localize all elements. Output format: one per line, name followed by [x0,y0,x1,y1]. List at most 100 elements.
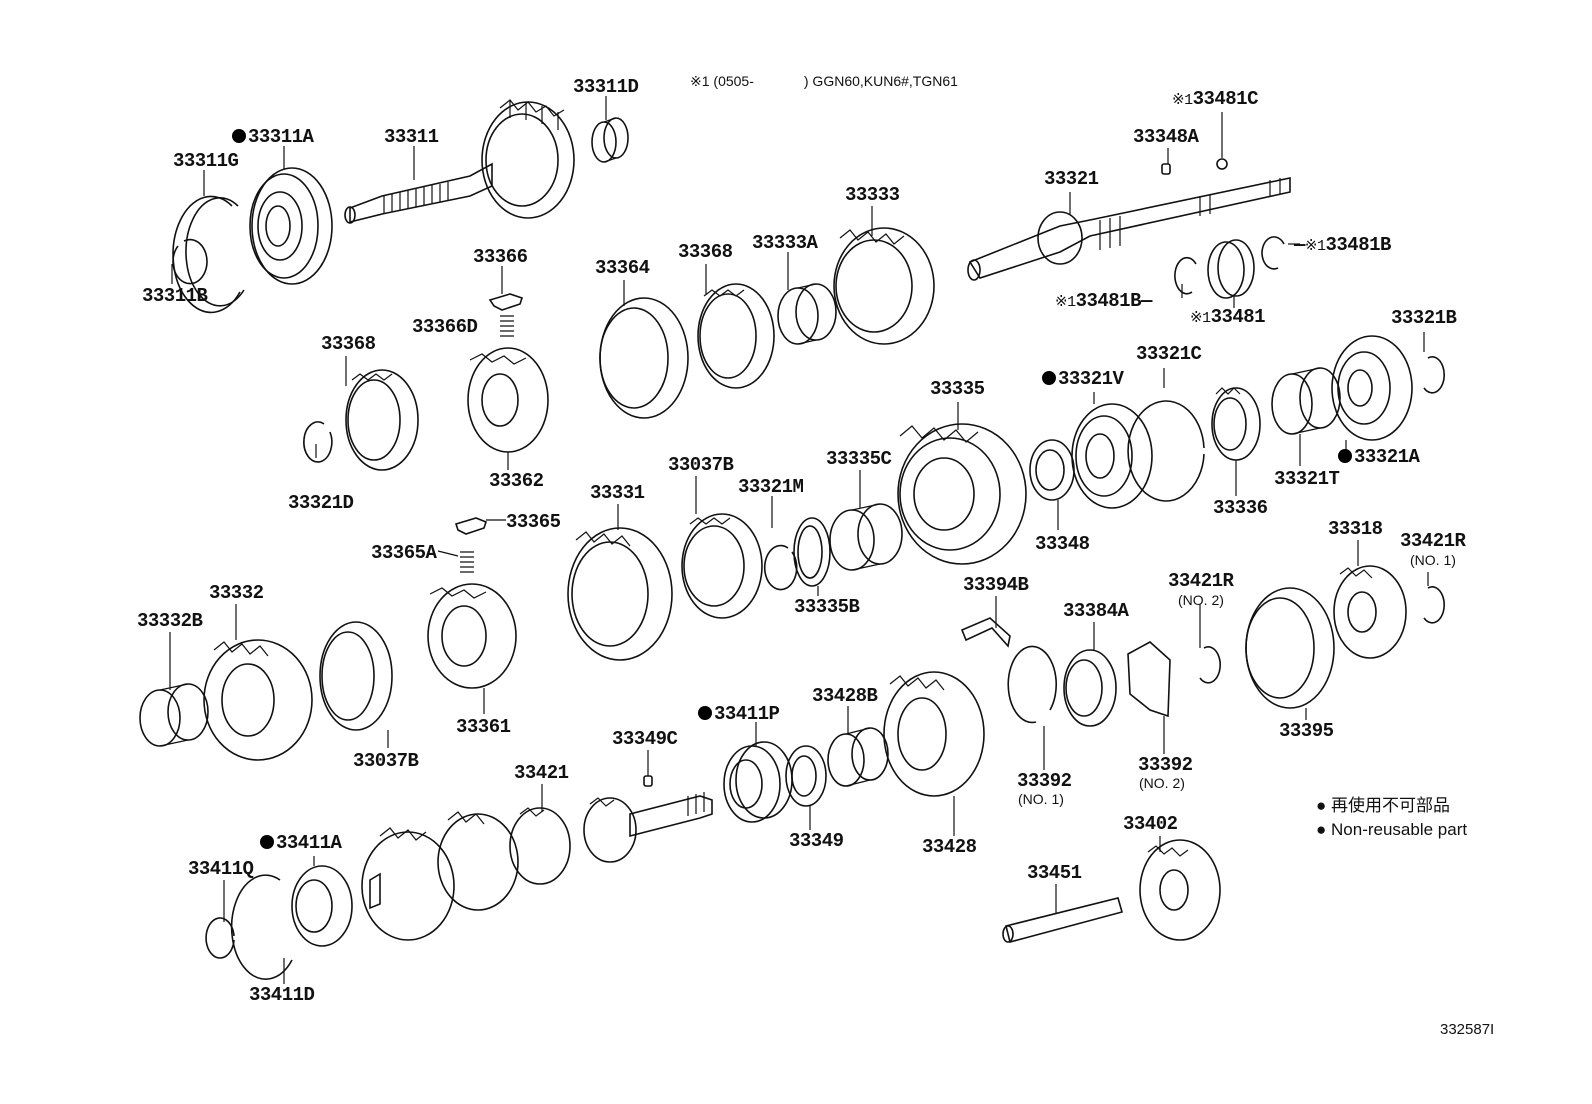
part-33336-ring [1211,387,1261,461]
part-33421R-snap-ring-no1 [1423,586,1446,624]
label-33037B-left: 33037B [353,750,419,772]
label-33321M: 33321M [738,476,804,498]
label-33321: 33321 [1044,168,1099,190]
label-33421: 33421 [514,762,569,784]
label-33365A: 33365A [371,542,437,564]
label-33368-left: 33368 [321,333,376,355]
note-models: ) GGN60,KUN6#,TGN61 [803,73,958,89]
part-33349C-pin [643,775,653,787]
part-33037B-synchro-ring-middle [681,513,763,619]
label-33349C: 33349C [612,728,678,750]
label-33361: 33361 [456,716,511,738]
part-33481C-ball [1216,158,1228,170]
label-33451: 33451 [1027,862,1082,884]
non-reusable-dot [698,706,712,720]
part-33349-washer [785,745,827,807]
part-33321A-bearing [1331,335,1413,441]
part-33348-washer [1029,439,1075,501]
part-33332-gear [203,639,313,761]
label-33348A: 33348A [1133,126,1199,148]
legend-item-jp: ● 再使用不可部品 [1316,796,1451,815]
part-33321V-bearing [1071,403,1153,509]
part-33421-counter-shaft [361,792,713,941]
part-33366D-spring [500,315,514,337]
part-33311D-bearing [591,117,629,163]
part-33451-shaft [1002,897,1123,943]
part-33331-gear [567,527,673,661]
part-33368-synchro-ring [697,283,775,389]
label-33311: 33311 [384,126,439,148]
part-33364-sleeve [599,297,689,419]
note-prefix: ※1 (0505- [690,73,754,89]
label-33366D: 33366D [412,316,478,338]
label-33364: 33364 [595,257,650,279]
part-33384A-synchro [1063,649,1117,727]
label-33411P: 33411P [698,705,780,724]
part-33333-gear [833,227,935,345]
part-33335C-needle-bearing [829,503,903,571]
sublabel-no2-33392: (NO. 2) [1139,775,1185,791]
part-33335B-washer [793,517,831,587]
part-33481-collar [1207,239,1255,299]
label-33384A: 33384A [1063,600,1129,622]
sublabel-no1-33392: (NO. 1) [1018,791,1064,807]
part-33392-ring-no1 [1007,645,1057,724]
label-33311D: 33311D [573,76,639,98]
sublabel-no2-33421R: (NO. 2) [1178,592,1224,608]
part-33411D-snap-ring [230,874,293,980]
part-33365-key [454,517,487,535]
label-33365: 33365 [506,511,561,533]
label-33333: 33333 [845,184,900,206]
part-33321M-snap-ring [763,544,798,591]
label-33311G: 33311G [173,150,239,172]
label-33481: ※133481 [1190,306,1266,328]
label-33481B-right: —※133481B [1294,234,1391,256]
label-33402: 33402 [1123,813,1178,835]
part-33348A-pin [1161,163,1171,175]
label-33321T: 33321T [1274,468,1340,490]
part-33402-idler-gear [1139,839,1221,941]
part-33311A-bearing [249,167,333,285]
label-33321A: 33321A [1338,448,1420,467]
label-33335: 33335 [930,378,985,400]
part-33411P-bearing [723,741,793,823]
part-33321-output-shaft [967,177,1291,281]
label-33037B-middle: 33037B [668,454,734,476]
part-33421R-snap-ring-no2 [1199,646,1222,684]
model-applicability-note: ※1 (0505- ) GGN60,KUN6#,TGN61 [690,73,958,90]
part-33321D-snap-ring [303,421,333,463]
label-33428: 33428 [922,836,977,858]
part-33321B-snap-ring [1423,356,1446,394]
label-33335B: 33335B [794,596,860,618]
label-33392-no1: 33392 [1017,770,1072,792]
part-33392-ring-no2 [1127,641,1171,718]
part-33411A-bearing [291,865,353,947]
label-33428B: 33428B [812,685,878,707]
non-reusable-dot [232,129,246,143]
label-33481C: ※133481C [1172,88,1259,110]
label-33421R-no1: 33421R [1400,530,1466,552]
label-33362: 33362 [489,470,544,492]
label-33348: 33348 [1035,533,1090,555]
non-reusable-dot [260,835,274,849]
label-33336: 33336 [1213,497,1268,519]
label-33321D: 33321D [288,492,354,514]
label-33333A: 33333A [752,232,818,254]
part-33362-hub [467,347,549,453]
non-reusable-dot [1338,449,1352,463]
part-33321C-snap-ring [1127,400,1205,502]
label-33335C: 33335C [826,448,892,470]
label-33366: 33366 [473,246,528,268]
part-33321T-spacer [1271,367,1341,435]
label-33395: 33395 [1279,720,1334,742]
part-33361-hub [427,583,517,689]
label-33321B: 33321B [1391,307,1457,329]
part-33335-gear [897,423,1027,565]
part-33394B-arm [960,617,1011,648]
label-33311B: 33311B [142,285,208,307]
leader-lines [169,96,1429,984]
label-33332: 33332 [209,582,264,604]
label-33411D: 33411D [249,984,315,1006]
label-33394B: 33394B [963,574,1029,596]
